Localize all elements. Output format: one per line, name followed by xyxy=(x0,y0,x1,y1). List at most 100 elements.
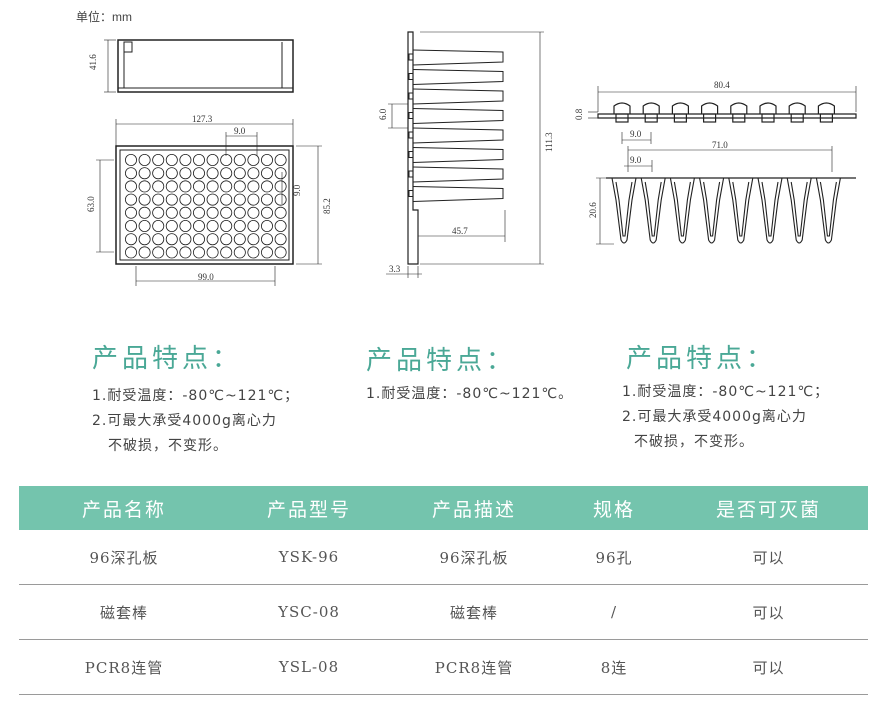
plate-well xyxy=(179,167,192,180)
plate-well xyxy=(152,206,165,219)
plate-well xyxy=(220,193,233,206)
plate-well xyxy=(192,153,205,166)
table-header-cell: 产品描述 xyxy=(431,498,516,521)
dim-strip-inner-length: 71.0 xyxy=(712,140,728,150)
plate-well xyxy=(152,167,165,180)
feature-line: 2.可最大承受4000g离心力 xyxy=(92,413,277,429)
feature-line: 1.耐受温度：-80℃~121℃； xyxy=(92,388,300,404)
strip-tube xyxy=(728,177,754,244)
plate-well xyxy=(274,180,287,193)
dim-comb-tip-gap: 6.0 xyxy=(378,108,388,120)
table-cell: YSC-08 xyxy=(278,603,340,621)
strip-cap xyxy=(671,102,689,114)
plate-well xyxy=(274,233,287,246)
strip-cap xyxy=(613,102,631,114)
plate-well xyxy=(165,167,178,180)
strip-cap xyxy=(788,102,806,114)
table-row: PCR8连管 YSL-08 PCR8连管 8连 可以 xyxy=(19,640,868,695)
product-table: 产品名称 产品型号 产品描述 规格 是否可灭菌 96深孔板 YSK-96 96深… xyxy=(19,486,868,695)
strip-cap xyxy=(701,102,719,114)
comb-notch xyxy=(408,170,414,178)
plate-well xyxy=(206,193,219,206)
plate-well xyxy=(152,180,165,193)
strip-tube xyxy=(757,177,783,244)
plate-well xyxy=(192,219,205,232)
table-cell: PCR8连管 xyxy=(84,658,164,677)
plate-well xyxy=(260,193,273,206)
plate-well xyxy=(125,167,138,180)
table-cell: 8连 xyxy=(600,658,628,677)
table-header-cell: 产品型号 xyxy=(266,498,351,521)
plate-well xyxy=(165,153,178,166)
strip-cap-plug xyxy=(732,113,746,123)
plate-well xyxy=(138,193,151,206)
plate-well xyxy=(233,180,246,193)
strip-tubes-view xyxy=(596,146,856,245)
comb-notch xyxy=(408,112,414,119)
feature-line: 不破损，不变形。 xyxy=(634,434,754,450)
plate-well xyxy=(274,246,287,259)
plate-well xyxy=(125,206,138,219)
comb-tip xyxy=(412,166,504,183)
strip-cap-plug xyxy=(615,113,629,123)
feature-list-strip: 1.耐受温度：-80℃~121℃； 2.可最大承受4000g离心力 不破损，不变… xyxy=(622,380,829,455)
plate-well xyxy=(247,180,260,193)
strip-tube-inner xyxy=(732,181,750,237)
plate-well xyxy=(152,233,165,246)
plate-wells xyxy=(125,153,287,259)
plate-well xyxy=(165,206,178,219)
plate-well xyxy=(179,219,192,232)
plate-well xyxy=(247,246,260,259)
table-cell: YSK-96 xyxy=(278,548,340,566)
comb-tip xyxy=(412,108,504,124)
comb-tip xyxy=(412,88,504,105)
comb-notch xyxy=(408,53,414,61)
plate-well xyxy=(220,246,233,259)
comb-notch xyxy=(408,190,414,197)
feature-list-plate: 1.耐受温度：-80℃~121℃； 2.可最大承受4000g离心力 不破损，不变… xyxy=(92,384,299,459)
plate-well xyxy=(260,167,273,180)
strip-tube xyxy=(669,177,695,244)
comb-tip xyxy=(412,186,504,202)
plate-well xyxy=(233,193,246,206)
strip-tube-inner xyxy=(644,181,662,237)
plate-well xyxy=(247,206,260,219)
plate-well xyxy=(247,219,260,232)
plate-well xyxy=(206,233,219,246)
plate-well xyxy=(274,153,287,166)
plate-well xyxy=(274,193,287,206)
plate-well xyxy=(220,233,233,246)
plate-well xyxy=(165,233,178,246)
plate-well xyxy=(152,153,165,166)
dim-strip-cap-thickness: 0.8 xyxy=(574,108,584,120)
comb-tip xyxy=(412,69,504,85)
plate-well xyxy=(247,167,260,180)
table-cell: 96深孔板 xyxy=(439,548,509,567)
technical-drawings: 41.6 127.3 9.0 9.0 85.2 63.0 99.0 xyxy=(86,31,857,286)
table-cell: 磁套棒 xyxy=(99,603,148,622)
feature-title-plate: 产品特点： xyxy=(92,344,243,374)
plate-well xyxy=(192,167,205,180)
plate-well xyxy=(138,246,151,259)
dim-comb-thickness: 3.3 xyxy=(389,264,401,274)
strip-cap-plug xyxy=(673,113,688,123)
plate-well xyxy=(206,246,219,259)
comb-tip xyxy=(412,49,504,66)
strip-tube xyxy=(815,177,841,244)
table-header-cell: 产品名称 xyxy=(81,498,166,521)
plate-well xyxy=(179,153,192,166)
feature-title-strip: 产品特点： xyxy=(626,344,777,374)
plate-well xyxy=(165,180,178,193)
table-cell: 可以 xyxy=(752,658,785,677)
plate-well xyxy=(233,167,246,180)
plate-well xyxy=(260,153,273,166)
plate-well xyxy=(179,180,192,193)
plate-well xyxy=(152,193,165,206)
plate-well xyxy=(138,206,151,219)
feature-line: 1.耐受温度：-80℃~121℃； xyxy=(622,384,830,400)
table-cell: 96深孔板 xyxy=(89,548,159,567)
plate-well xyxy=(260,233,273,246)
comb-notch xyxy=(408,73,414,80)
plate-well xyxy=(274,219,287,232)
strip-tube xyxy=(640,177,666,244)
